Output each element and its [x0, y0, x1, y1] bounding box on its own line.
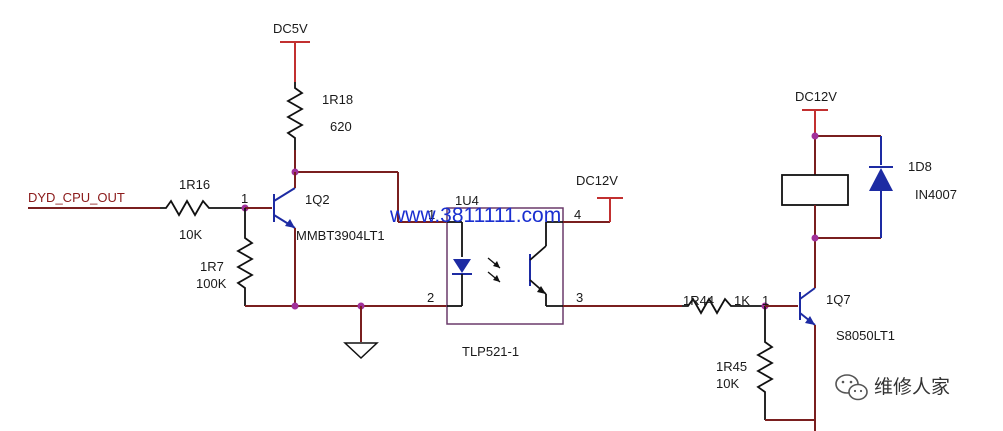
- q2-ref: 1Q2: [305, 192, 330, 207]
- r44-ref: 1R44: [683, 293, 714, 308]
- r16-ref: 1R16: [179, 177, 210, 192]
- brand-text: 维修人家: [874, 376, 950, 398]
- opto-ref: 1U4: [455, 193, 479, 208]
- resistor-1r45: 1R45 10K: [716, 306, 815, 421]
- dc12v-relay-supply: DC12V: [795, 89, 881, 175]
- light-emission-icon: [487, 257, 501, 283]
- q7-part: S8050LT1: [836, 328, 895, 343]
- r18-ref: 1R18: [322, 92, 353, 107]
- brand-badge: 维修人家: [835, 374, 950, 401]
- resistor-1r18: 1R18 620: [286, 82, 353, 150]
- d8-part: IN4007: [915, 187, 957, 202]
- input-net: DYD_CPU_OUT: [28, 190, 160, 209]
- input-net-label: DYD_CPU_OUT: [28, 190, 125, 205]
- transistor-1q7: 1 1Q7 S8050LT1: [762, 238, 895, 431]
- ground-symbol: [343, 342, 379, 360]
- dc12v-relay-label: DC12V: [795, 89, 837, 104]
- r45-value: 10K: [716, 376, 739, 391]
- opto-part: TLP521-1: [462, 344, 519, 359]
- ground-return: [245, 302, 447, 342]
- resistor-1r44: 1R44 1K: [563, 293, 769, 315]
- resistor-1r7: 1R7 100K: [196, 208, 254, 306]
- opto-pin-2: 2: [427, 290, 434, 305]
- d8-ref: 1D8: [908, 159, 932, 174]
- diode-1d8: 1D8 IN4007: [869, 136, 957, 238]
- q2-part: MMBT3904LT1: [296, 228, 385, 243]
- junction-dot: [811, 234, 819, 242]
- dc5v-supply: DC5V: [273, 21, 310, 82]
- q2-base-pin: 1: [241, 191, 248, 206]
- junction-dot: [811, 132, 819, 140]
- diode-icon: [869, 168, 893, 191]
- q2-collector-wiring: [291, 150, 447, 223]
- dc5v-label: DC5V: [273, 21, 308, 36]
- opto-pin-1: 1: [428, 207, 435, 222]
- q7-base-pin: 1: [762, 293, 769, 308]
- junction-dot: [291, 302, 299, 310]
- transistor-1q2: 1 1Q2 MMBT3904LT1: [241, 172, 385, 306]
- resistor-1r16: 1R16 10K: [160, 177, 249, 242]
- relay-coil: [781, 174, 881, 242]
- dc12v-opto-supply: DC12V: [563, 173, 623, 223]
- watermark-text: www.3811111.com: [389, 204, 561, 227]
- r7-value: 100K: [196, 276, 227, 291]
- q7-ref: 1Q7: [826, 292, 851, 307]
- r44-value: 1K: [734, 293, 750, 308]
- r45-ref: 1R45: [716, 359, 747, 374]
- r16-value: 10K: [179, 227, 202, 242]
- led-icon: [453, 259, 471, 273]
- optocoupler-1u4: 1U4 1 2 3 4 TLP521-1: [427, 193, 583, 359]
- r18-value: 620: [330, 119, 352, 134]
- opto-pin-4: 4: [574, 207, 581, 222]
- wechat-icon: [835, 374, 868, 401]
- dc12v-opto-label: DC12V: [576, 173, 618, 188]
- opto-pin-3: 3: [576, 290, 583, 305]
- r7-ref: 1R7: [200, 259, 224, 274]
